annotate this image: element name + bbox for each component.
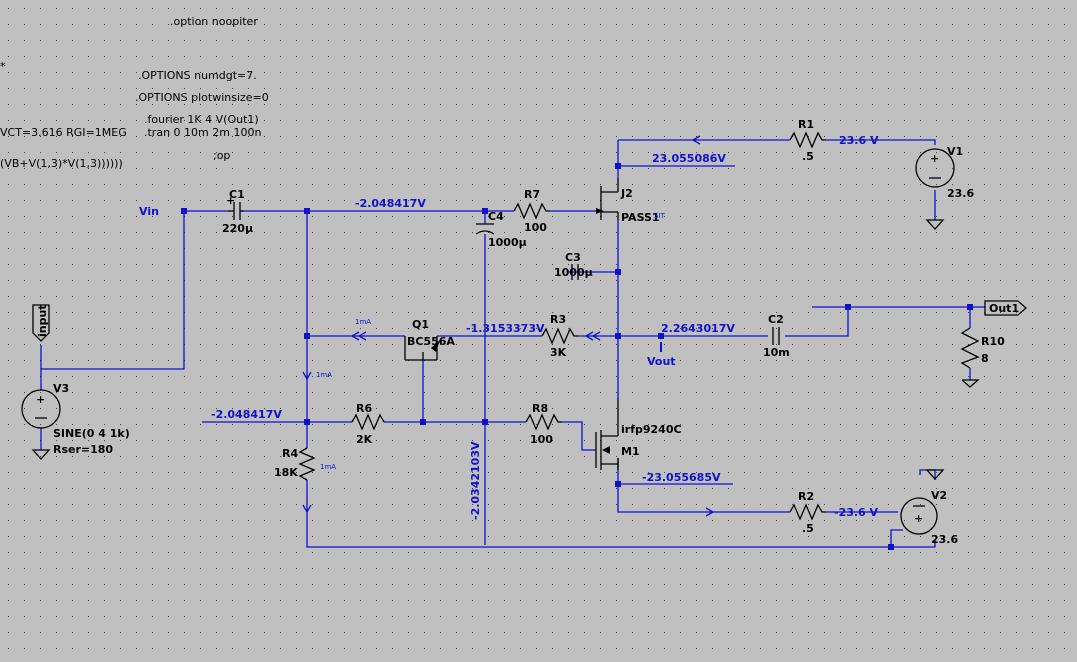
svg-text:220µ: 220µ [222, 222, 253, 235]
port-out1[interactable]: Out1 [984, 300, 1027, 316]
svg-text:R4: R4 [282, 447, 298, 460]
voltage-annotations: -2.048417V -2.048417V -1.3153373V 2.2643… [211, 134, 879, 520]
svg-text:+: + [36, 393, 45, 406]
svg-text:+: + [914, 512, 923, 525]
svg-text:1000µ: 1000µ [554, 266, 593, 279]
svg-text:.5: .5 [802, 150, 814, 163]
svg-text:V2: V2 [931, 489, 947, 502]
svg-text:.5: .5 [802, 522, 814, 535]
svg-text:C2: C2 [768, 313, 784, 326]
resistor-r4[interactable]: R4 18K [274, 447, 316, 481]
svg-text:-2.048417V: -2.048417V [211, 408, 282, 421]
svg-text:3K: 3K [550, 346, 567, 359]
source-v1[interactable]: + V1 23.6 [915, 145, 974, 230]
svg-text:-2.0342103V: -2.0342103V [469, 441, 482, 520]
port-input[interactable]: input [32, 304, 50, 342]
svg-text:Rser=180: Rser=180 [53, 443, 113, 456]
svg-text:R2: R2 [798, 490, 814, 503]
svg-text:SIT: SIT [654, 212, 666, 220]
capacitor-c3[interactable]: C3 1000µ [554, 251, 593, 280]
svg-text:-23.6 V: -23.6 V [834, 506, 879, 519]
svg-text:V3: V3 [53, 382, 69, 395]
svg-text:1mA: 1mA [316, 371, 332, 379]
directive-fourier: .fourier 1K 4 V(Out1) [144, 113, 259, 126]
svg-text:C4: C4 [488, 210, 504, 223]
resistor-r3[interactable]: R3 3K [541, 313, 578, 359]
svg-text:V1: V1 [947, 145, 963, 158]
svg-text:23.6: 23.6 [931, 533, 958, 546]
capacitor-c4[interactable]: C4 1000µ [475, 210, 527, 249]
svg-text:M1: M1 [621, 445, 640, 458]
resistor-r10[interactable]: R10 8 [960, 327, 1005, 388]
plus-sign: + [226, 194, 235, 207]
svg-text:input: input [36, 304, 49, 337]
svg-text:Q1: Q1 [412, 318, 429, 331]
svg-text:1mA: 1mA [355, 318, 371, 326]
svg-text:R6: R6 [356, 402, 372, 415]
svg-text:2K: 2K [356, 433, 373, 446]
current-arrows [302, 135, 715, 517]
svg-text:23.6 V: 23.6 V [839, 134, 879, 147]
svg-text:100: 100 [524, 221, 547, 234]
svg-text:R10: R10 [981, 335, 1005, 348]
directive-plotwinsize: .OPTIONS plotwinsize=0 [135, 91, 269, 104]
directive-asterisk: * [0, 60, 6, 73]
svg-text:-1.3153373V: -1.3153373V [466, 322, 545, 335]
directive-op: ;op [213, 149, 230, 162]
svg-text:PASS1: PASS1 [621, 211, 660, 224]
directive-expression: (VB+V(1,3)*V(1,3)))))) [0, 157, 123, 170]
resistor-r2[interactable]: R2 .5 [789, 490, 826, 535]
resistor-r7[interactable]: R7 100 [513, 188, 550, 234]
svg-text:10m: 10m [763, 346, 790, 359]
svg-text:C1: C1 [229, 188, 245, 201]
svg-text:23.6: 23.6 [947, 187, 974, 200]
svg-text:8: 8 [981, 352, 989, 365]
capacitor-c2[interactable]: C2 10m [763, 313, 790, 359]
svg-text:2.2643017V: 2.2643017V [661, 322, 735, 335]
transistor-q1[interactable]: Q1 BC556A [404, 318, 455, 361]
svg-text:R3: R3 [550, 313, 566, 326]
capacitor-c1[interactable]: + C1 220µ [222, 188, 253, 235]
junction-dots [181, 163, 973, 550]
directive-numdgt: .OPTIONS numdgt=7. [138, 69, 257, 82]
source-v2[interactable]: + V2 23.6 [900, 469, 958, 546]
svg-text:1000µ: 1000µ [488, 236, 527, 249]
svg-text:C3: C3 [565, 251, 581, 264]
svg-text:irfp9240C: irfp9240C [621, 423, 682, 436]
resistor-r1[interactable]: R1 .5 [789, 118, 826, 163]
directive-tran: .tran 0 10m 2m 100n [144, 126, 261, 139]
wires [40, 139, 985, 548]
svg-text:R1: R1 [798, 118, 814, 131]
source-v3[interactable]: + V3 SINE(0 4 1k) Rser=180 [21, 382, 130, 460]
spice-directives[interactable]: .option noopiter * .OPTIONS numdgt=7. .O… [0, 15, 269, 170]
svg-text:R8: R8 [532, 402, 548, 415]
grid-dots [8, 8, 1065, 649]
svg-text:100: 100 [530, 433, 553, 446]
resistor-r8[interactable]: R8 100 [525, 402, 562, 446]
directive-params: VCT=3.616 RGI=1MEG [0, 126, 127, 139]
svg-text:-2.048417V: -2.048417V [355, 197, 426, 210]
svg-text:1mA: 1mA [320, 463, 336, 471]
svg-text:R7: R7 [524, 188, 540, 201]
net-label-vin: Vin [139, 205, 159, 218]
svg-text:-23.055685V: -23.055685V [642, 471, 721, 484]
jfet-j2[interactable]: J2 PASS1 SIT [596, 178, 666, 224]
svg-text:+: + [930, 152, 939, 165]
svg-text:23.055086V: 23.055086V [652, 152, 726, 165]
svg-text:18K: 18K [274, 466, 298, 479]
svg-text:Out1: Out1 [989, 302, 1019, 315]
net-label-vout: Vout [647, 355, 676, 368]
mosfet-m1[interactable]: irfp9240C M1 [595, 398, 682, 470]
resistor-r6[interactable]: R6 2K [351, 402, 385, 446]
svg-text:SINE(0 4 1k): SINE(0 4 1k) [53, 427, 130, 440]
svg-text:BC556A: BC556A [407, 335, 455, 348]
directive-option-noopiter: .option noopiter [170, 15, 258, 28]
svg-text:J2: J2 [620, 187, 633, 200]
